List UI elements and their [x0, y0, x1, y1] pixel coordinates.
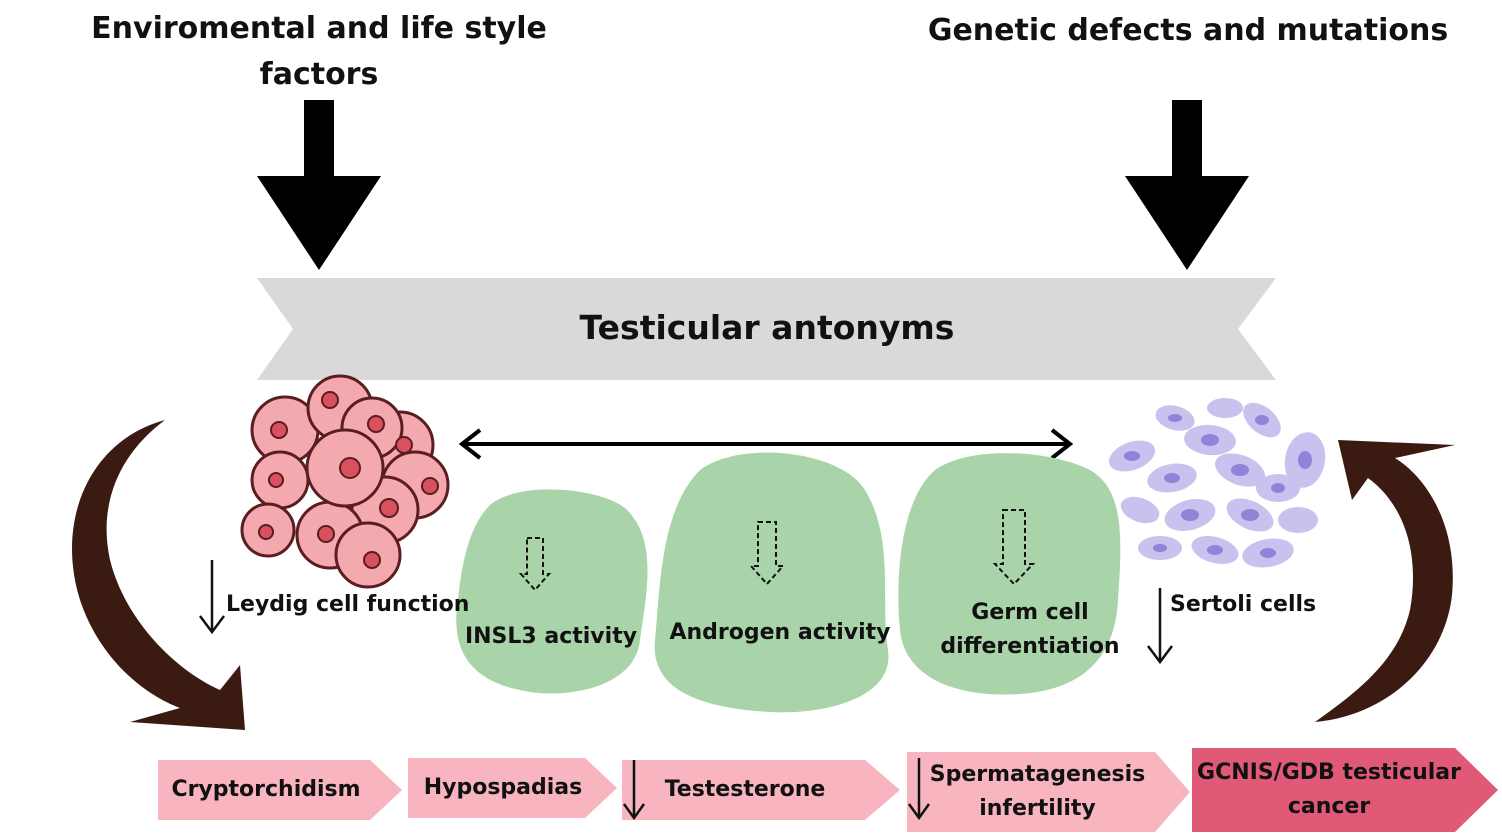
- germ-cell-differentiation-label: Germ cell differentiation: [940, 600, 1120, 659]
- down-arrow-icon: [1147, 588, 1173, 665]
- androgen-activity-label: Androgen activity: [669, 620, 891, 645]
- cryptorchidism-label: Cryptorchidism: [171, 777, 361, 802]
- down-arrow-icon: [748, 521, 786, 586]
- outcome-shape: [907, 752, 1190, 832]
- testicular-cancer-label: GCNIS/GDB testicular cancer: [1197, 760, 1461, 819]
- insl3-blob: [456, 489, 648, 694]
- germ-cell-blob: [898, 453, 1121, 695]
- testosterone-label: Testesterone: [664, 777, 826, 802]
- environmental-factors-heading: Enviromental and life style factors: [91, 11, 547, 92]
- double-headed-arrow-icon: [458, 428, 1074, 460]
- down-arrow-icon: [992, 509, 1036, 586]
- down-arrow-icon: [199, 560, 225, 635]
- sertoli-cells-illustration: [1108, 398, 1326, 568]
- outcome-shape: [408, 758, 617, 818]
- down-arrow-icon: [907, 758, 931, 821]
- hypospadias-label: Hypospadias: [423, 775, 583, 800]
- down-arrow-icon: [1125, 100, 1249, 270]
- curved-arrow-icon: [71, 420, 245, 730]
- outcome-shape: [158, 760, 402, 820]
- leydig-cells-illustration: [240, 374, 450, 589]
- leydig-cell-label: Leydig cell function: [226, 592, 470, 617]
- curved-arrow-icon: [1315, 440, 1455, 722]
- insl3-activity-label: INSL3 activity: [464, 624, 638, 649]
- genetic-defects-heading: Genetic defects and mutations: [927, 13, 1449, 48]
- down-arrow-icon: [622, 760, 646, 821]
- sertoli-cell-label: Sertoli cells: [1170, 592, 1317, 617]
- testicular-band: [257, 278, 1276, 380]
- androgen-blob: [654, 452, 889, 713]
- band-label: Testicular antonyms: [579, 308, 955, 347]
- spermatogenesis-infertility-label: Spermatagenesis infertility: [929, 762, 1146, 821]
- down-arrow-icon: [257, 100, 381, 270]
- down-arrow-icon: [518, 537, 552, 592]
- outcome-shape: [1192, 748, 1498, 832]
- outcome-shape: [622, 760, 900, 820]
